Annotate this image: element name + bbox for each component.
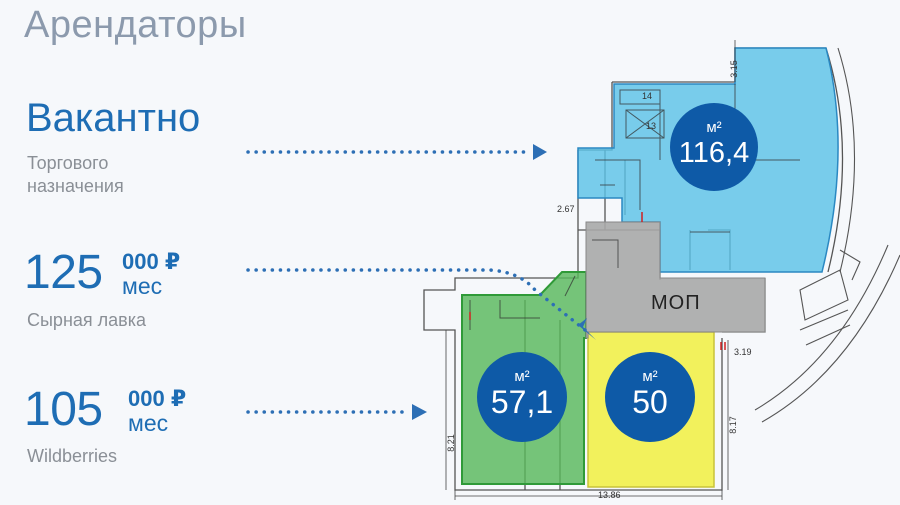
cheese-price-main: 125 — [24, 246, 103, 299]
arrow-cheese-line — [246, 268, 587, 332]
area-circle-blue: м² 116,4 — [670, 103, 758, 191]
plan-facade — [754, 47, 900, 423]
dim-267: 2.67 — [557, 204, 575, 214]
vacant-description-line2: назначения — [27, 176, 124, 196]
arrowheads — [412, 144, 596, 420]
wildberries-price-unit: мес — [128, 410, 169, 436]
arrowhead-wildberries — [412, 404, 427, 420]
room-14-label: 14 — [642, 91, 653, 101]
wildberries-tenant-name: Wildberries — [27, 446, 118, 466]
cheese-price-unit: мес — [122, 273, 163, 299]
dim-319: 3.19 — [734, 347, 752, 357]
room-13-label: 13 — [646, 121, 657, 131]
area-yellow-value: 50 — [632, 384, 668, 420]
area-circle-yellow: м² 50 — [605, 352, 695, 442]
arrow-lines — [246, 150, 587, 414]
area-green-unit: м² — [514, 368, 530, 385]
arrowhead-vacant — [533, 144, 547, 160]
wildberries-price-thousands: 000 ₽ — [128, 386, 187, 411]
vacant-description-line1: Торгового — [27, 153, 109, 173]
plan-markers — [469, 212, 726, 350]
page-title: Арендаторы — [24, 4, 247, 46]
arrowhead-cheese — [578, 318, 596, 340]
area-blue-value: 116,4 — [678, 137, 750, 169]
plan-dimension-lines — [445, 40, 736, 500]
area-green-value: 57,1 — [490, 384, 554, 420]
mop-label: МОП — [651, 292, 701, 314]
cheese-price-thousands: 000 ₽ — [122, 249, 181, 274]
wildberries-price-main: 105 — [24, 383, 103, 436]
area-yellow-unit: м² — [642, 368, 658, 385]
dim-1386: 13.86 — [598, 490, 621, 500]
area-circle-green: м² 57,1 — [477, 352, 567, 442]
area-mop — [585, 221, 766, 339]
vacant-status: Вакантно — [26, 96, 201, 140]
area-blue-unit: м² — [706, 119, 722, 136]
cheese-tenant-name: Сырная лавка — [27, 310, 147, 330]
dim-315: 3.15 — [728, 60, 739, 78]
dim-817: 8.17 — [727, 416, 738, 434]
dim-821: 8.21 — [445, 434, 456, 452]
